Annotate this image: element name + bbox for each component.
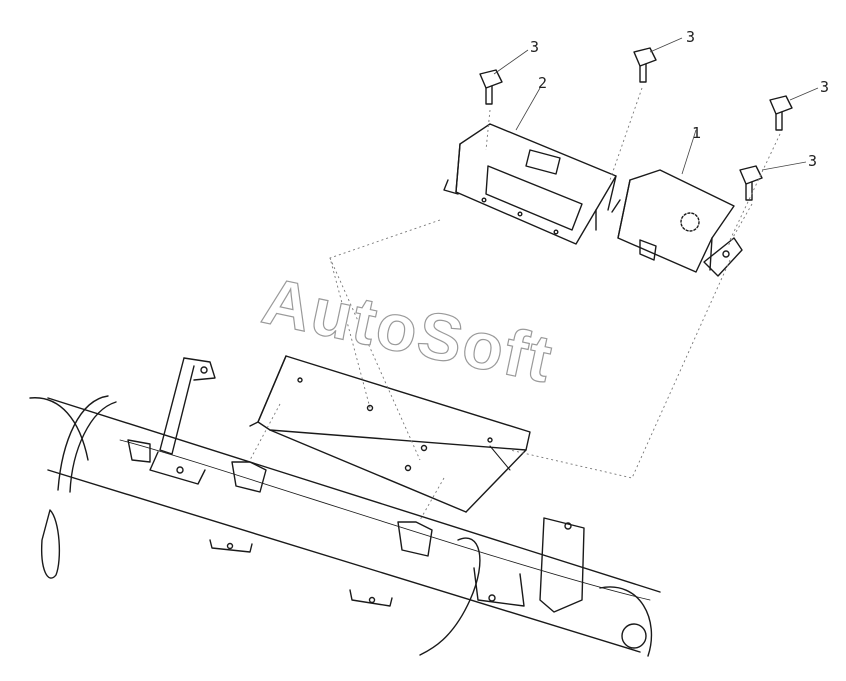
callout-label-3-top-center: 3: [686, 28, 696, 46]
cover-plate: [249, 355, 531, 513]
part-2-housing: [443, 123, 617, 245]
bolt-top-center: [633, 47, 657, 83]
right-post-bracket: [419, 517, 653, 657]
callout-label-1: 1: [692, 124, 702, 142]
left-curved-bracket: [40, 395, 117, 579]
bolt-top-left: [479, 69, 503, 105]
bolts-part-3: [479, 47, 793, 201]
part-1-module: [611, 169, 743, 277]
callout-label-3-right-upper: 3: [820, 78, 830, 96]
left-strap-bracket: [149, 357, 216, 485]
bolt-right-upper: [769, 95, 793, 131]
beam-clips: [127, 439, 433, 607]
bolt-right-lower: [739, 165, 763, 201]
callout-label-2: 2: [538, 74, 548, 92]
callout-label-3-right-lower: 3: [808, 152, 818, 170]
callout-leaders: [493, 37, 819, 175]
callout-label-3-top-left: 3: [530, 38, 540, 56]
crossbar-beam: [29, 397, 661, 653]
assembly-lines: [249, 87, 781, 521]
